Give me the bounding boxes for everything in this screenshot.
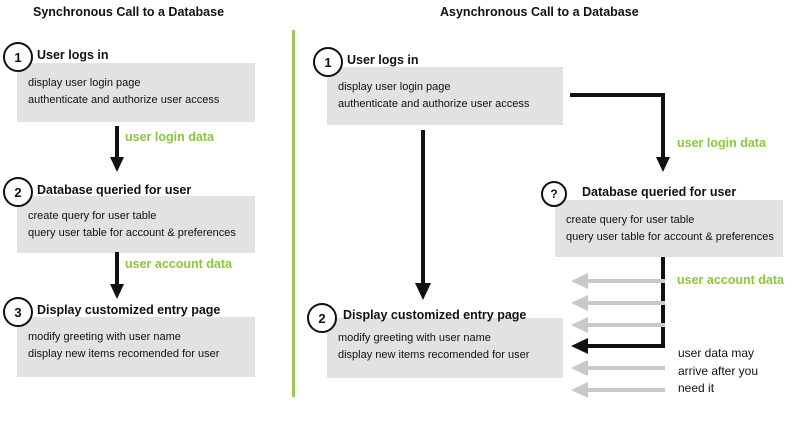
async-elbow-horizontal-shaft (570, 93, 665, 97)
stale-arrow2-head-icon (571, 295, 588, 311)
sync-step3-title: Display customized entry page (37, 303, 221, 317)
stale-arrow5-shaft (588, 388, 665, 392)
stale-arrow3-head-icon (571, 317, 588, 333)
stale-arrow3-shaft (588, 323, 665, 327)
async-step2-line1: modify greeting with user name (338, 332, 491, 344)
async-long-arrowhead-icon (415, 283, 431, 300)
sync-step3-number: 3 (14, 304, 22, 320)
sync-step1-number: 1 (14, 49, 22, 65)
stale-arrow1-shaft (588, 279, 665, 283)
async-step2-number: 2 (318, 310, 326, 326)
sync-flow2-arrow-shaft (115, 252, 119, 285)
async-step1-line2: authenticate and authorize user access (338, 98, 530, 110)
sync-flow2-label: user account data (125, 257, 232, 271)
sync-step3-circle: 3 (3, 297, 33, 327)
sync-step2-line1: create query for user table (28, 210, 157, 222)
sync-step3-line1: modify greeting with user name (28, 331, 181, 343)
async-step2-line2: display new items recomended for user (338, 349, 530, 361)
async-step1-circle: 1 (313, 47, 343, 77)
sync-step3-box: modify greeting with user name display n… (17, 317, 255, 377)
async-column-title: Asynchronous Call to a Database (440, 5, 639, 19)
stale-data-note: user data may arrive after you need it (678, 345, 758, 398)
sync-column-title: Synchronous Call to a Database (33, 5, 225, 19)
async-query-line2: query user table for account & preferenc… (566, 231, 774, 243)
sync-step2-circle: 2 (3, 177, 33, 207)
sync-step1-line1: display user login page (28, 77, 141, 89)
sync-flow1-arrowhead-icon (110, 157, 124, 172)
sync-step3-line2: display new items recomended for user (28, 348, 220, 360)
stale-data-note-line2: arrive after you (678, 363, 759, 378)
stale-arrow2-shaft (588, 301, 665, 305)
async-step2-title: Display customized entry page (343, 308, 527, 322)
async-step1-number: 1 (324, 54, 332, 70)
stale-arrow4-shaft (588, 366, 665, 370)
stale-arrow4-head-icon (571, 360, 588, 376)
async-flow1-label: user login data (677, 136, 766, 150)
stale-arrow5-head-icon (571, 382, 588, 398)
sync-step2-title: Database queried for user (37, 183, 192, 197)
sync-flow1-arrow-shaft (115, 126, 119, 158)
sync-step1-title: User logs in (37, 48, 109, 62)
sync-step2-number: 2 (14, 184, 22, 200)
stale-data-note-line3: need it (678, 381, 715, 395)
async-step1-title: User logs in (347, 53, 419, 67)
sync-step1-circle: 1 (3, 42, 33, 72)
async-return-arrowhead-icon (571, 338, 588, 354)
stale-arrow1-head-icon (571, 273, 588, 289)
sync-flow2-arrowhead-icon (110, 284, 124, 299)
sync-step1-box: display user login page authenticate and… (17, 63, 255, 122)
async-query-step-box: create query for user table query user t… (555, 200, 783, 257)
async-query-step-number: ? (550, 187, 558, 201)
column-divider (292, 30, 295, 397)
async-elbow-vertical-shaft (661, 93, 665, 157)
async-step1-box: display user login page authenticate and… (327, 67, 563, 125)
async-return-horizontal-shaft (588, 344, 665, 348)
async-query-step-circle: ? (541, 181, 567, 207)
sync-flow1-label: user login data (125, 130, 214, 144)
sync-step2-line2: query user table for account & preferenc… (28, 227, 236, 239)
sync-step2-box: create query for user table query user t… (17, 196, 255, 253)
stale-data-note-line1: user data may (678, 346, 755, 360)
async-step2-box: modify greeting with user name display n… (327, 318, 563, 378)
sync-step1-line2: authenticate and authorize user access (28, 94, 220, 106)
async-query-line1: create query for user table (566, 214, 695, 226)
async-step1-line1: display user login page (338, 81, 451, 93)
async-step2-circle: 2 (307, 303, 337, 333)
async-elbow-arrowhead-icon (656, 157, 670, 172)
async-long-arrow-shaft (421, 130, 425, 284)
async-query-step-title: Database queried for user (582, 185, 737, 199)
async-flow2-label: user account data (677, 273, 784, 287)
